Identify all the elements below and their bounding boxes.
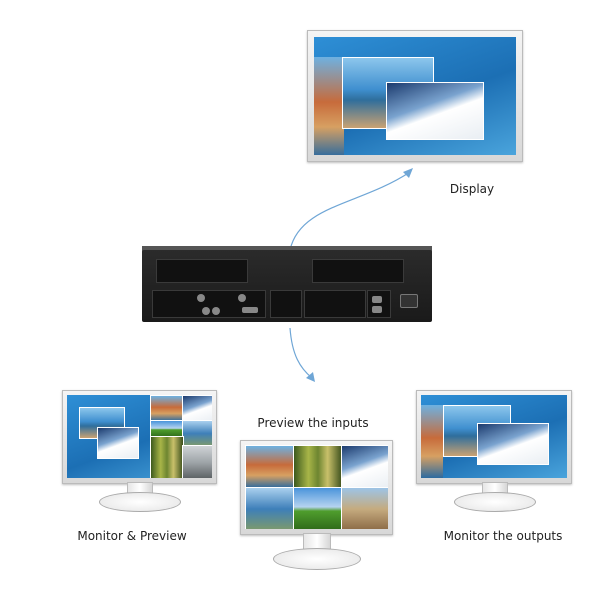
video-processor-device — [142, 250, 432, 322]
arrowhead-up — [403, 168, 413, 178]
display-window-2 — [386, 82, 484, 140]
monitor-preview-inputs — [240, 440, 393, 570]
label-display: Display — [449, 182, 495, 196]
device-top — [142, 246, 432, 252]
monitor-outputs-right — [416, 390, 572, 515]
arrow-to-display — [289, 171, 411, 251]
arrowhead-down — [306, 372, 315, 382]
arrow-to-monitors — [289, 327, 313, 379]
center-screen — [245, 445, 388, 529]
display-monitor — [307, 30, 523, 162]
monitor-preview-left — [62, 390, 217, 515]
left-screen — [67, 395, 212, 478]
label-preview-inputs: Preview the inputs — [257, 416, 369, 430]
label-monitor-outputs: Monitor the outputs — [443, 529, 563, 543]
label-monitor-preview: Monitor & Preview — [77, 529, 187, 543]
right-screen — [421, 395, 567, 478]
display-screen — [314, 37, 516, 155]
